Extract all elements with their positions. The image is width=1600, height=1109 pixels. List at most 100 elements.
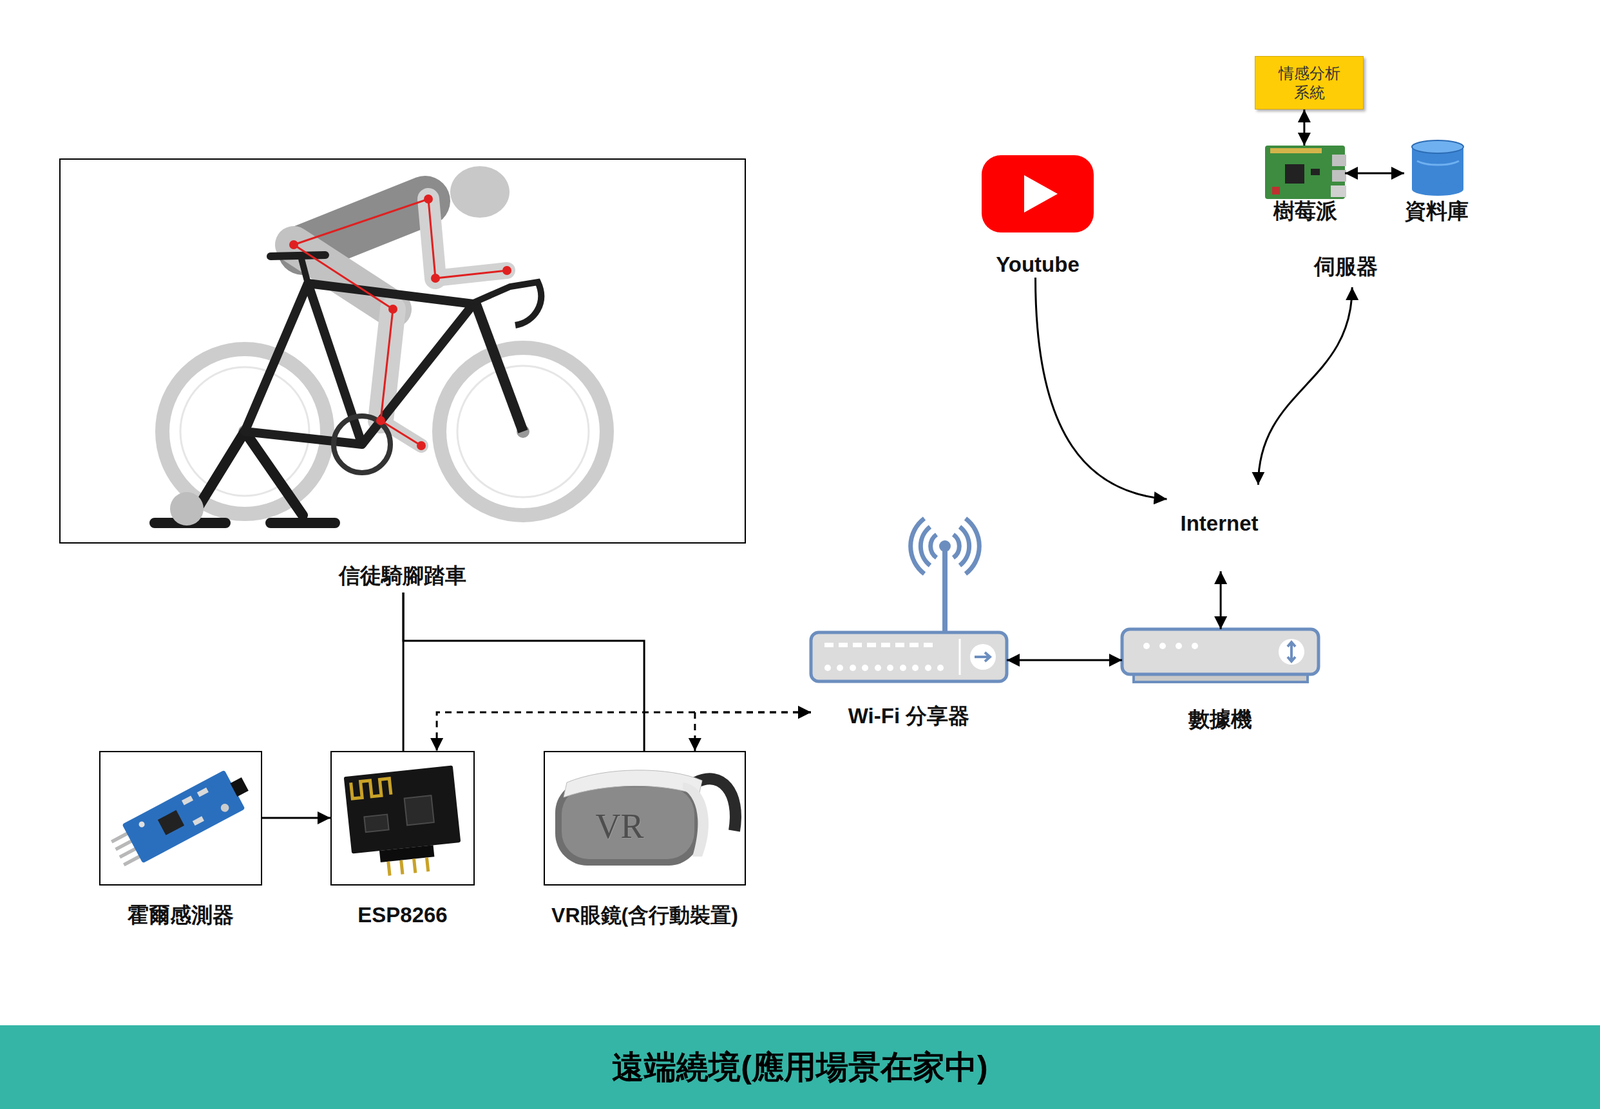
server-cloud: 伺服器情感分析 系統樹莓派資料庫 [1151, 10, 1541, 288]
raspberry-pi-picture-part [1332, 170, 1347, 182]
modem-icon-part-part [1278, 638, 1305, 665]
wifi-router-icon-part [910, 518, 980, 574]
wifi-router-icon-part-part [970, 644, 996, 670]
wifi-router-icon-part-part [912, 664, 919, 672]
connector [403, 592, 645, 752]
esp8266-picture [343, 765, 464, 880]
cloud-shape [1134, 479, 1310, 572]
database-cylinder-part [1411, 140, 1464, 154]
connector [1257, 287, 1353, 486]
cloud-outline [1151, 10, 1541, 235]
bike-illustration-part-part [423, 194, 433, 204]
modem-icon-part-part [1143, 642, 1150, 650]
node-label: 資料庫 [1404, 198, 1469, 225]
bike-illustration-part [450, 166, 510, 218]
modem-node: 數據機 [1122, 629, 1319, 733]
headset-print: VR [595, 806, 644, 847]
esp8266-picture-part [343, 765, 462, 854]
esp8266-node: ESP8266 [330, 751, 475, 929]
connector [1219, 571, 1222, 630]
raspberry-pi-picture-part [1332, 154, 1347, 167]
wifi-router-icon-part-part [899, 664, 907, 672]
wifi-router-icon-part [959, 638, 962, 676]
wifi-router-icon-part-part [924, 664, 932, 672]
youtube-logo-part [1024, 175, 1058, 213]
youtube-node: Youtube [981, 155, 1094, 278]
wifi-router-icon [810, 518, 1007, 682]
bike-illustration-part [293, 244, 422, 446]
dashed-connector [695, 712, 811, 752]
wifi-router-icon-part-part [937, 664, 944, 672]
band-text: 遠端繞境(應用場景在家中) [611, 1047, 988, 1087]
cloud-shape [1161, 19, 1538, 227]
wifi-router-icon-part-part [895, 642, 905, 648]
bike-illustration-part [333, 416, 391, 473]
node-label: Wi-Fi 分享器 [848, 703, 971, 730]
node-label: ESP8266 [357, 902, 448, 929]
node-label: VR眼鏡(含行動裝置) [551, 902, 739, 929]
hall-sensor-picture-part [181, 796, 194, 806]
raspberry-pi-picture-part [1310, 168, 1320, 176]
esp8266-picture-part [388, 857, 429, 876]
raspberry-pi-picture [1265, 145, 1347, 200]
modem-icon-part-part [1191, 642, 1199, 650]
database-cylinder-part [1417, 161, 1459, 165]
bike-illustration [154, 166, 607, 526]
connector [262, 817, 331, 820]
wifi-router-icon-part-part [874, 664, 882, 672]
wifi-router-icon-part [942, 546, 948, 633]
bike-illustration-part-part [376, 416, 386, 426]
wifi-router-icon-part-part [923, 642, 933, 648]
vr-headset-picture [555, 770, 736, 866]
vr-headset-picture-part [682, 782, 709, 857]
wifi-router-icon-part-part [852, 642, 862, 648]
modem-icon-part-part [1175, 642, 1182, 650]
bike-illustration-part-part [388, 304, 398, 314]
hall-sensor-picture-part [121, 770, 245, 864]
youtube-logo [981, 155, 1094, 233]
modem-icon [1122, 629, 1319, 683]
hall-sensor-picture-part [192, 816, 205, 826]
modem-icon-part-part [1159, 642, 1166, 650]
bike-illustration-part-part [416, 441, 426, 451]
connector [1006, 659, 1123, 662]
raspberry-pi-picture-part [1270, 148, 1322, 154]
wifi-router-icon-part-part [909, 642, 919, 648]
picture-frame [543, 751, 746, 886]
wifi-router-icon-part-part [838, 642, 848, 648]
connector [1035, 277, 1168, 500]
modem-icon-part [1287, 642, 1296, 662]
wifi-router-icon-part-part [824, 642, 834, 648]
picture-frame [99, 751, 263, 886]
raspberry-pi-picture-part [1272, 186, 1280, 195]
bike-illustration-part [170, 492, 204, 526]
esp8266-picture-part [351, 778, 391, 799]
database-cylinder [1411, 140, 1464, 196]
internet-cloud: Internet [1122, 459, 1317, 574]
hall-sensor-picture-part [219, 802, 231, 814]
connector [1344, 171, 1405, 174]
node-label: 霍爾感測器 [127, 902, 234, 929]
esp8266-picture-part [404, 795, 435, 826]
node-label: 信徒騎腳踏車 [338, 562, 467, 589]
wifi-router-icon-part [939, 540, 951, 553]
wifi-router-icon-part [824, 642, 996, 672]
vr-headset-picture-part [561, 787, 695, 860]
cloud-text: Internet [1180, 510, 1258, 537]
dashed-connector [436, 712, 811, 752]
wifi-router-icon-part [810, 632, 1007, 682]
bike-illustration-part [270, 255, 326, 257]
node-label: 樹莓派 [1273, 198, 1338, 225]
node-label: 伺服器 [1314, 253, 1378, 280]
scene-band: 遠端繞境(應用場景在家中) [0, 1025, 1600, 1109]
bike-illustration-part-part [430, 273, 440, 283]
wifi-router-icon-part-part [824, 664, 831, 672]
picture-frame [59, 158, 746, 544]
bike-illustration-part-part [289, 240, 299, 250]
vr-headset-node: VR眼鏡(含行動裝置) [543, 751, 746, 929]
wifi-router-icon-part-part [836, 664, 844, 672]
raspberry-pi-picture-part [1285, 164, 1305, 184]
wifi-router-icon-part-part [866, 642, 877, 648]
wifi-router-icon-part-part [861, 664, 869, 672]
